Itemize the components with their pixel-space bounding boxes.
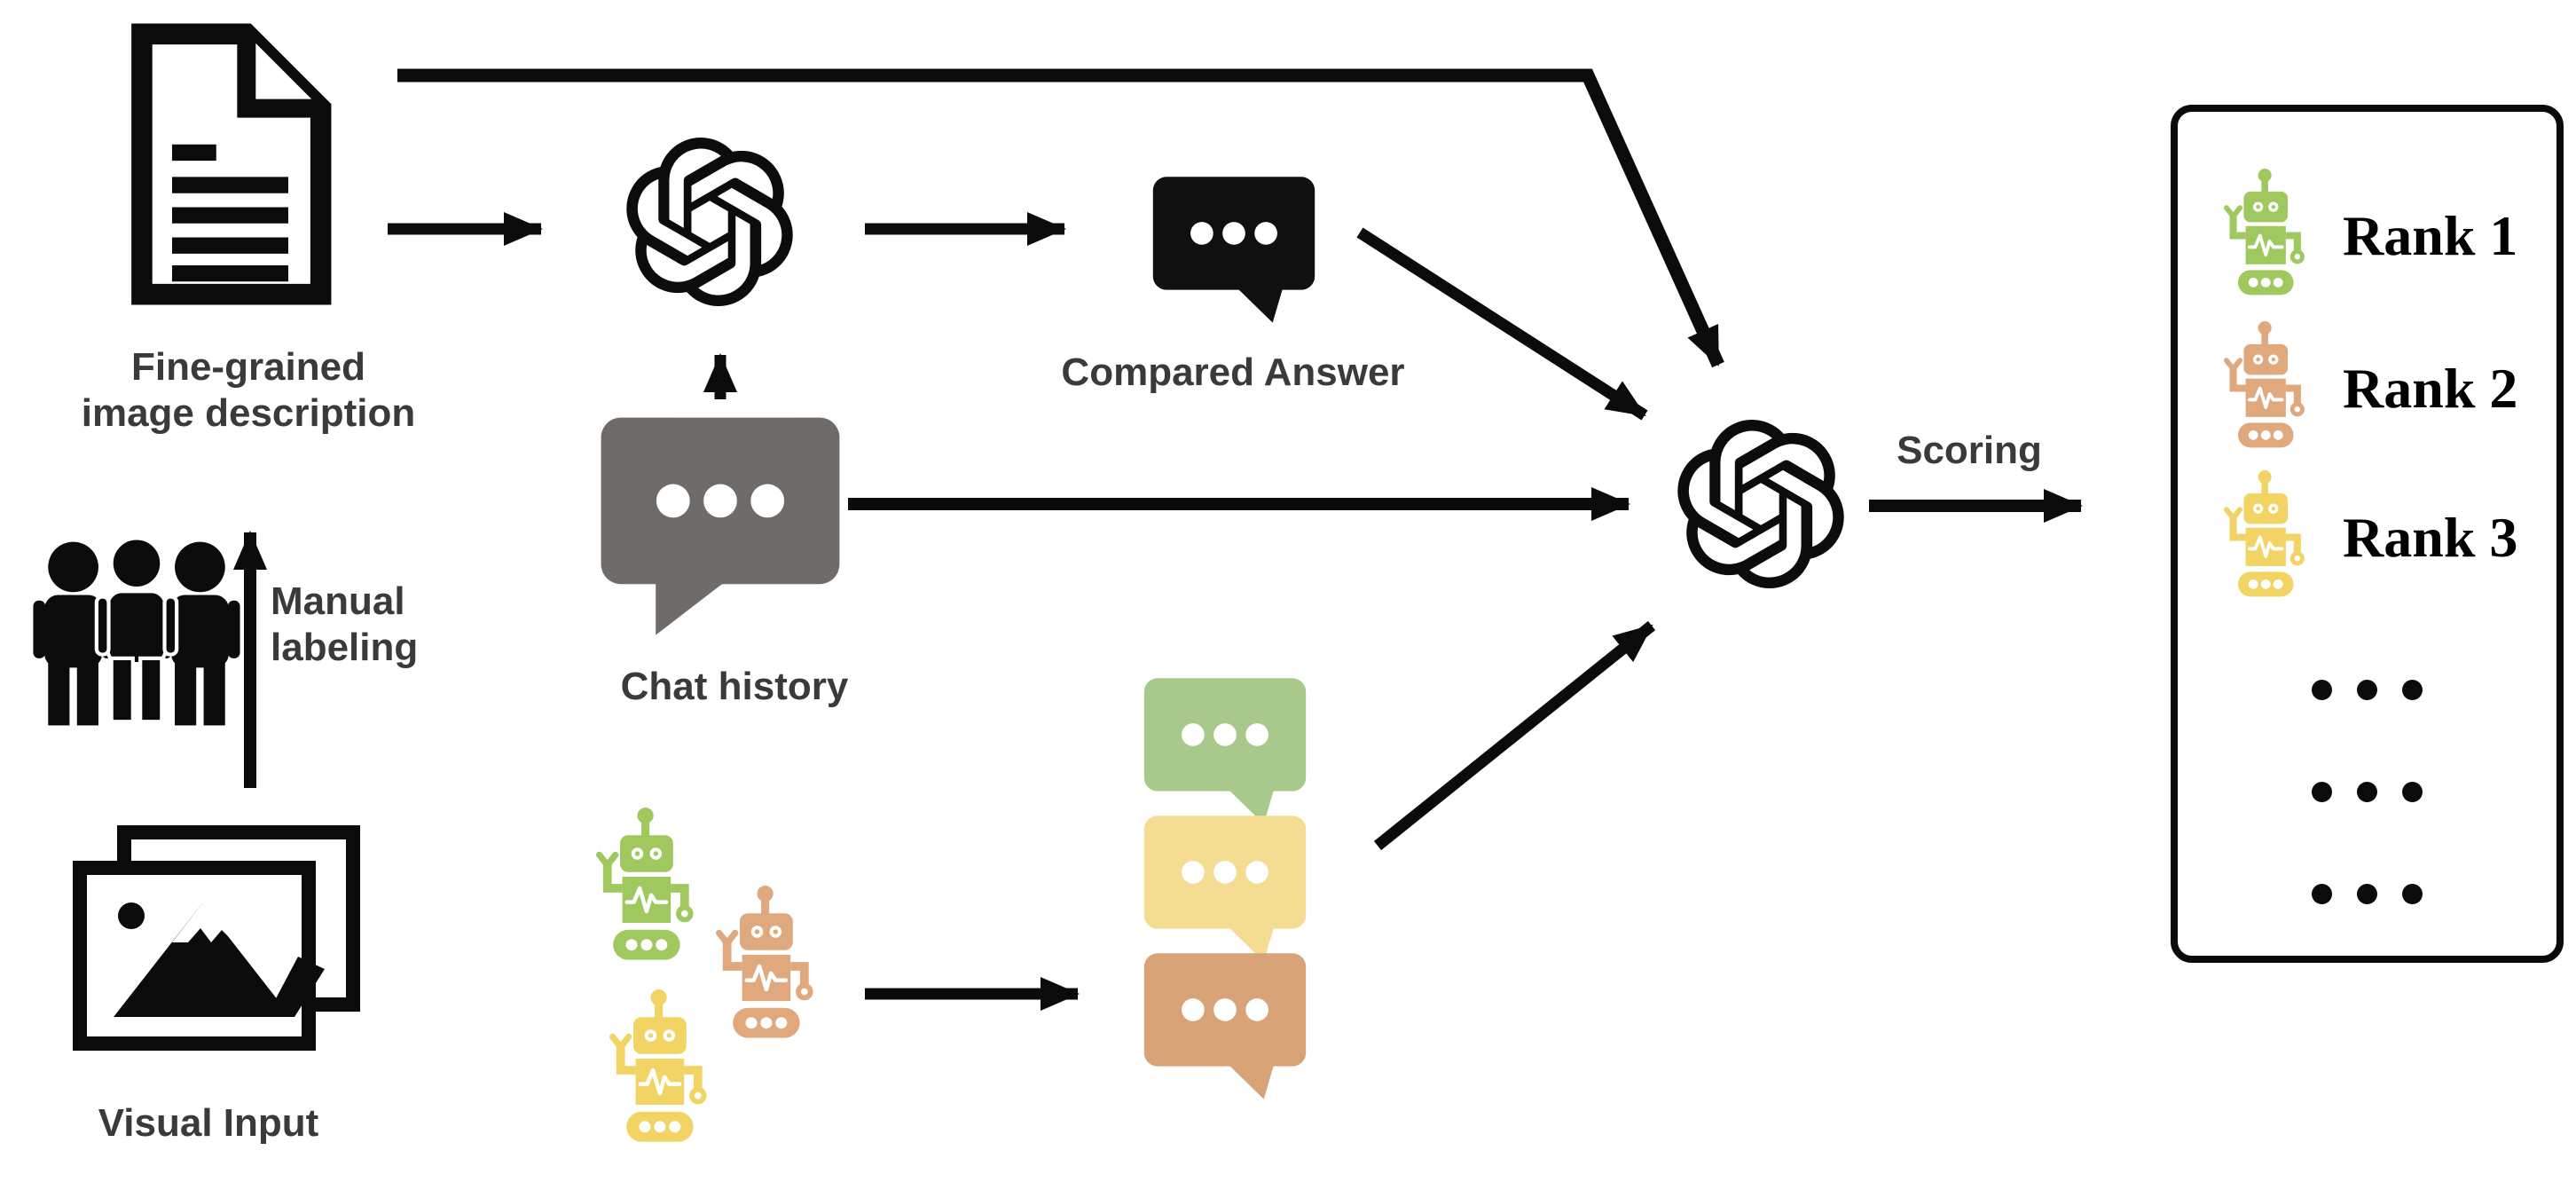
answer-bubble-green-icon: [1141, 674, 1309, 827]
chat-history-bubble-icon: [596, 410, 844, 639]
robot-icon-rank1: [2215, 169, 2311, 303]
rank-label-3: Rank 3: [2343, 505, 2518, 569]
ellipsis-dot: [2402, 782, 2423, 802]
ellipsis-row: [2312, 884, 2423, 904]
ranking-ellipsis: [2178, 680, 2556, 904]
ellipsis-row: [2312, 782, 2423, 802]
ellipsis-dot: [2357, 884, 2377, 904]
fine-grained-label: Fine-grained image description: [81, 345, 416, 435]
arrow-doc-to-scorer: [397, 68, 1724, 368]
robot-icon-rank2: [2215, 321, 2311, 455]
document-icon: [131, 23, 332, 305]
rank-row-1: Rank 1: [2178, 169, 2556, 303]
answer-bubble-orange-icon: [1141, 950, 1309, 1102]
ellipsis-dot: [2402, 884, 2423, 904]
ellipsis-dot: [2312, 680, 2332, 700]
robot-icon-rank3: [2215, 470, 2311, 604]
compared-answer-label: Compared Answer: [1061, 351, 1405, 394]
ellipsis-dot: [2402, 680, 2423, 700]
robot-icon-orange: [705, 886, 821, 1047]
ellipsis-dot: [2312, 884, 2332, 904]
photos-icon: [73, 825, 360, 1051]
ellipsis-dot: [2357, 680, 2377, 700]
manual-labeling-label: Manual labeling: [271, 579, 419, 669]
compared-answer-bubble-icon: [1150, 170, 1318, 328]
visual-input-label: Visual Input: [98, 1101, 319, 1145]
ranking-box: Rank 1 Rank 2 Rank 3: [2171, 105, 2564, 963]
robot-icon-green: [585, 808, 701, 969]
people-icon: [33, 536, 240, 726]
arrow-bubbles-to-scorer: [1373, 620, 1656, 851]
rank-label-1: Rank 1: [2343, 203, 2518, 267]
ellipsis-dot: [2312, 782, 2332, 802]
rank-row-3: Rank 3: [2178, 470, 2556, 604]
arrow-compared-to-scorer: [1356, 227, 1648, 421]
openai-logo-scorer-icon: [1677, 420, 1845, 588]
answer-bubble-yellow-icon: [1141, 812, 1309, 965]
scoring-label: Scoring: [1897, 429, 2042, 472]
openai-logo-icon: [625, 138, 794, 306]
rank-label-2: Rank 2: [2343, 356, 2518, 420]
robot-icon-yellow: [599, 989, 714, 1151]
ellipsis-dot: [2357, 782, 2377, 802]
ellipsis-row: [2312, 680, 2423, 700]
rank-row-2: Rank 2: [2178, 321, 2556, 455]
chat-history-label: Chat history: [620, 665, 849, 708]
